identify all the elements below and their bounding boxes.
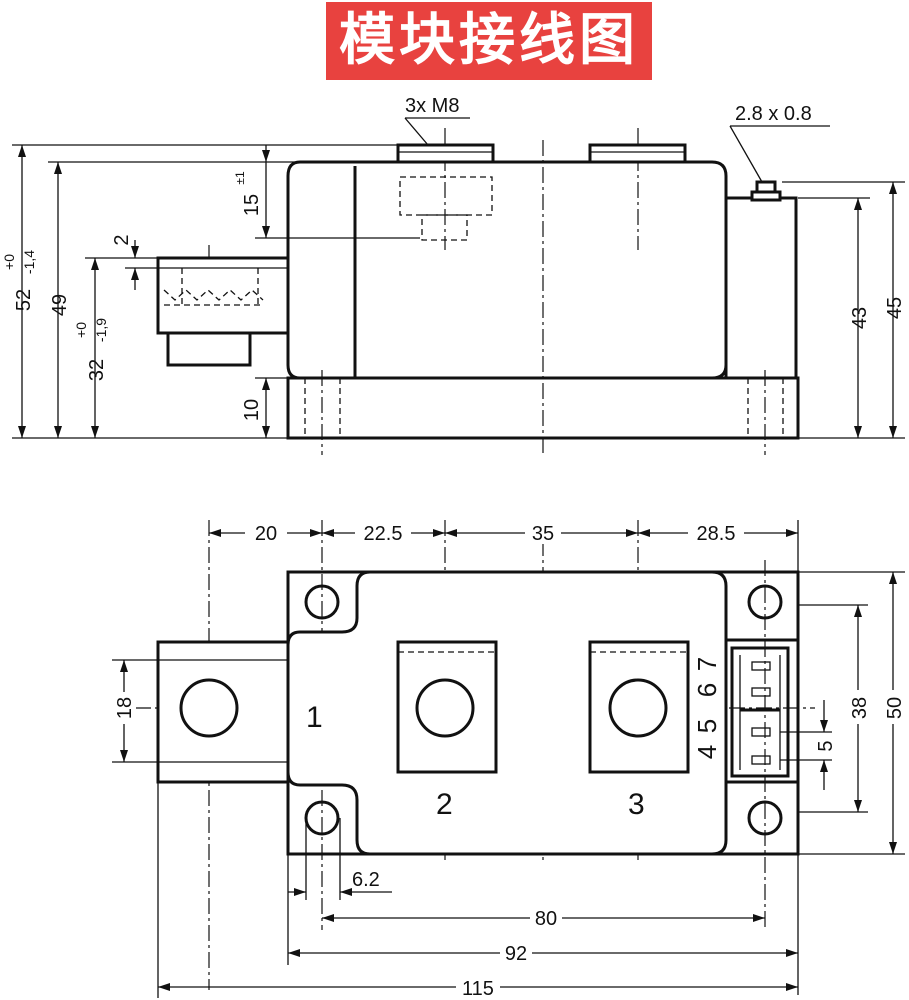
dim-35: 35 xyxy=(532,523,554,545)
dim-50: 50 xyxy=(884,697,906,719)
dim-52-tol-bot: -1,4 xyxy=(21,250,37,274)
pin-4 xyxy=(751,755,771,765)
terminal-2-hole xyxy=(415,678,475,738)
pin-label-4: 4 xyxy=(692,745,722,759)
mount-hole xyxy=(304,584,340,620)
terminal-2-label: 2 xyxy=(436,788,453,821)
page-title: 模块接线图 xyxy=(339,8,639,73)
dim-20: 20 xyxy=(255,523,277,545)
dim-32-tol-bot: -1,9 xyxy=(93,318,109,342)
pin-label-7: 7 xyxy=(692,657,722,671)
dim-15: 15 xyxy=(241,194,263,216)
terminal-3-hole xyxy=(608,678,668,738)
dim-10: 10 xyxy=(241,399,263,421)
dim-80: 80 xyxy=(535,908,557,930)
dim-15-tol: ±1 xyxy=(233,171,247,185)
dim-49: 49 xyxy=(49,294,71,316)
terminal-1-hole xyxy=(179,678,239,738)
tab-label: 2.8 x 0.8 xyxy=(735,103,812,125)
control-block xyxy=(724,196,798,380)
dim-52-tol-top: +0 xyxy=(1,254,17,270)
screw-head xyxy=(588,143,687,164)
dim-38: 38 xyxy=(849,697,871,719)
dim-18: 18 xyxy=(114,697,136,719)
dim-52: 52 xyxy=(13,289,35,311)
pin-label-6: 6 xyxy=(692,683,722,697)
dim-43: 43 xyxy=(849,307,871,329)
screw-head xyxy=(396,143,495,164)
dim-45: 45 xyxy=(884,297,906,319)
dim-5: 5 xyxy=(815,740,837,751)
mount-hole xyxy=(747,800,783,836)
top-view: 1 2 3 4 5 6 7 20 22.5 35 28.5 xyxy=(112,520,906,1000)
dim-115: 115 xyxy=(462,978,494,1000)
control-pins xyxy=(730,646,790,778)
pin-5 xyxy=(751,727,771,737)
dim-2: 2 xyxy=(111,234,133,245)
terminal-3-label: 3 xyxy=(628,788,645,821)
pin-7 xyxy=(751,661,771,671)
side-view: 3x M8 2.8 x 0.8 xyxy=(1,95,906,455)
dim-6-2: 6.2 xyxy=(352,869,380,891)
title-banner: 模块接线图 xyxy=(326,2,652,80)
screw-label: 3x M8 xyxy=(405,95,459,117)
mount-hole xyxy=(747,584,783,620)
terminal-1-label: 1 xyxy=(306,701,323,734)
dim-28-5: 28.5 xyxy=(697,523,736,545)
dim-92: 92 xyxy=(505,943,527,965)
housing xyxy=(286,160,728,380)
dim-22-5: 22.5 xyxy=(364,523,403,545)
dim-32-tol-top: +0 xyxy=(73,322,89,338)
pin-label-5: 5 xyxy=(692,719,722,733)
pin-6 xyxy=(751,687,771,697)
dim-32: 32 xyxy=(86,359,108,381)
